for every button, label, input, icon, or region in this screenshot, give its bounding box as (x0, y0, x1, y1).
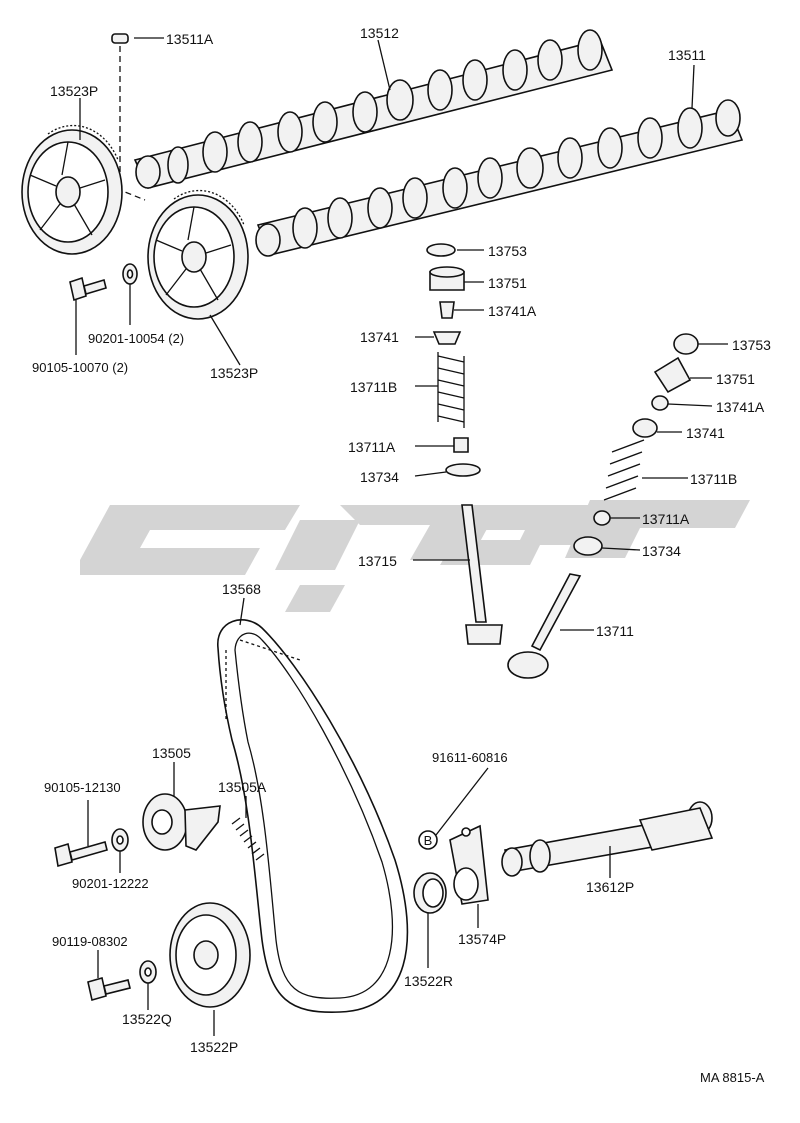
valve-13711 (507, 573, 582, 679)
label-13505: 13505 (152, 745, 191, 761)
washer-90201-10054 (122, 263, 138, 325)
seal-13711A-left (453, 437, 469, 453)
camshaft-13511 (255, 99, 744, 257)
timing-belt-13568 (217, 619, 409, 1013)
lifter-13751-right (653, 356, 692, 394)
label-13741A-right: 13741A (716, 399, 765, 415)
retainer-13741-left (432, 331, 462, 345)
label-13734-left: 13734 (360, 469, 399, 485)
tensioner-13505 (142, 793, 221, 851)
valve-stack-right (507, 333, 699, 679)
valve-13715 (461, 504, 503, 645)
label-13751-left: 13751 (488, 275, 527, 291)
watermark-logo (80, 500, 750, 612)
label-13741A-left: 13741A (488, 303, 537, 319)
label-13512: 13512 (360, 25, 399, 41)
spring-13505A (231, 817, 265, 861)
label-13753-right: 13753 (732, 337, 771, 353)
shim-13753-right (673, 333, 699, 355)
label-13574P: 13574P (458, 931, 506, 947)
crank-pulley-13522P (169, 902, 251, 1008)
label-13505A: 13505A (218, 779, 267, 795)
label-90105-10070: 90105-10070 (2) (32, 360, 128, 375)
seal-13711A-right (593, 510, 611, 526)
label-13568: 13568 (222, 581, 261, 597)
shim-13753-left (426, 243, 456, 257)
camshaft-13512 (133, 29, 614, 189)
callout-b-letter: B (424, 833, 433, 848)
label-13511: 13511 (668, 47, 706, 63)
seat-13734-left (445, 463, 481, 477)
cam-pulley-13523P-lower (147, 189, 249, 320)
label-13751-right: 13751 (716, 371, 755, 387)
label-13523P-top: 13523P (50, 83, 98, 99)
label-13734-right: 13734 (642, 543, 681, 559)
label-13711B-left: 13711B (350, 379, 397, 395)
label-13711: 13711 (596, 623, 634, 639)
seat-13734-right (573, 536, 603, 556)
bolt-90105-12130 (54, 800, 108, 868)
leader-lines (79, 37, 728, 1036)
washer-90201-12222 (111, 828, 129, 873)
label-13522P: 13522P (190, 1039, 238, 1055)
spring-13711B-left (437, 352, 465, 428)
washer-13522Q (139, 960, 157, 1010)
part-labels: 13511A 13512 13511 13523P 13523P 90201-1… (32, 25, 771, 1085)
label-13753-left: 13753 (488, 243, 527, 259)
label-90201-10054: 90201-10054 (2) (88, 331, 184, 346)
shaft-13612P (501, 801, 714, 878)
label-90105-12130: 90105-12130 (44, 780, 121, 795)
retainer-13741-right (632, 418, 658, 438)
label-90119-08302: 90119-08302 (52, 934, 128, 949)
valve-stack-left (426, 243, 503, 645)
label-13741-left: 13741 (360, 329, 399, 345)
label-13711A-right: 13711A (642, 511, 690, 527)
bolt-90105-10070 (69, 276, 107, 355)
label-13523P-bottom: 13523P (210, 365, 258, 381)
label-13522R: 13522R (404, 973, 453, 989)
cam-pulley-13523P-upper (21, 124, 123, 255)
label-13511A-top: 13511A (166, 31, 214, 47)
keeper-13741A-right (651, 395, 669, 411)
spring-13711B-right (603, 439, 645, 501)
label-13711A-left: 13711A (348, 439, 396, 455)
keeper-13741A-left (439, 301, 455, 319)
crank-gear-13522R (413, 872, 447, 968)
label-13741-right: 13741 (686, 425, 725, 441)
bolt-90119-08302 (87, 950, 131, 1002)
label-13612P: 13612P (586, 879, 634, 895)
guide-13574P (449, 824, 489, 928)
label-13522Q: 13522Q (122, 1011, 172, 1027)
label-13715: 13715 (358, 553, 397, 569)
label-91611-60816: 91611-60816 (432, 750, 508, 765)
label-13711B-right: 13711B (690, 471, 737, 487)
label-90201-12222: 90201-12222 (72, 876, 149, 891)
drawing-code: MA 8815-A (700, 1070, 765, 1085)
callout-B: B (418, 767, 489, 850)
